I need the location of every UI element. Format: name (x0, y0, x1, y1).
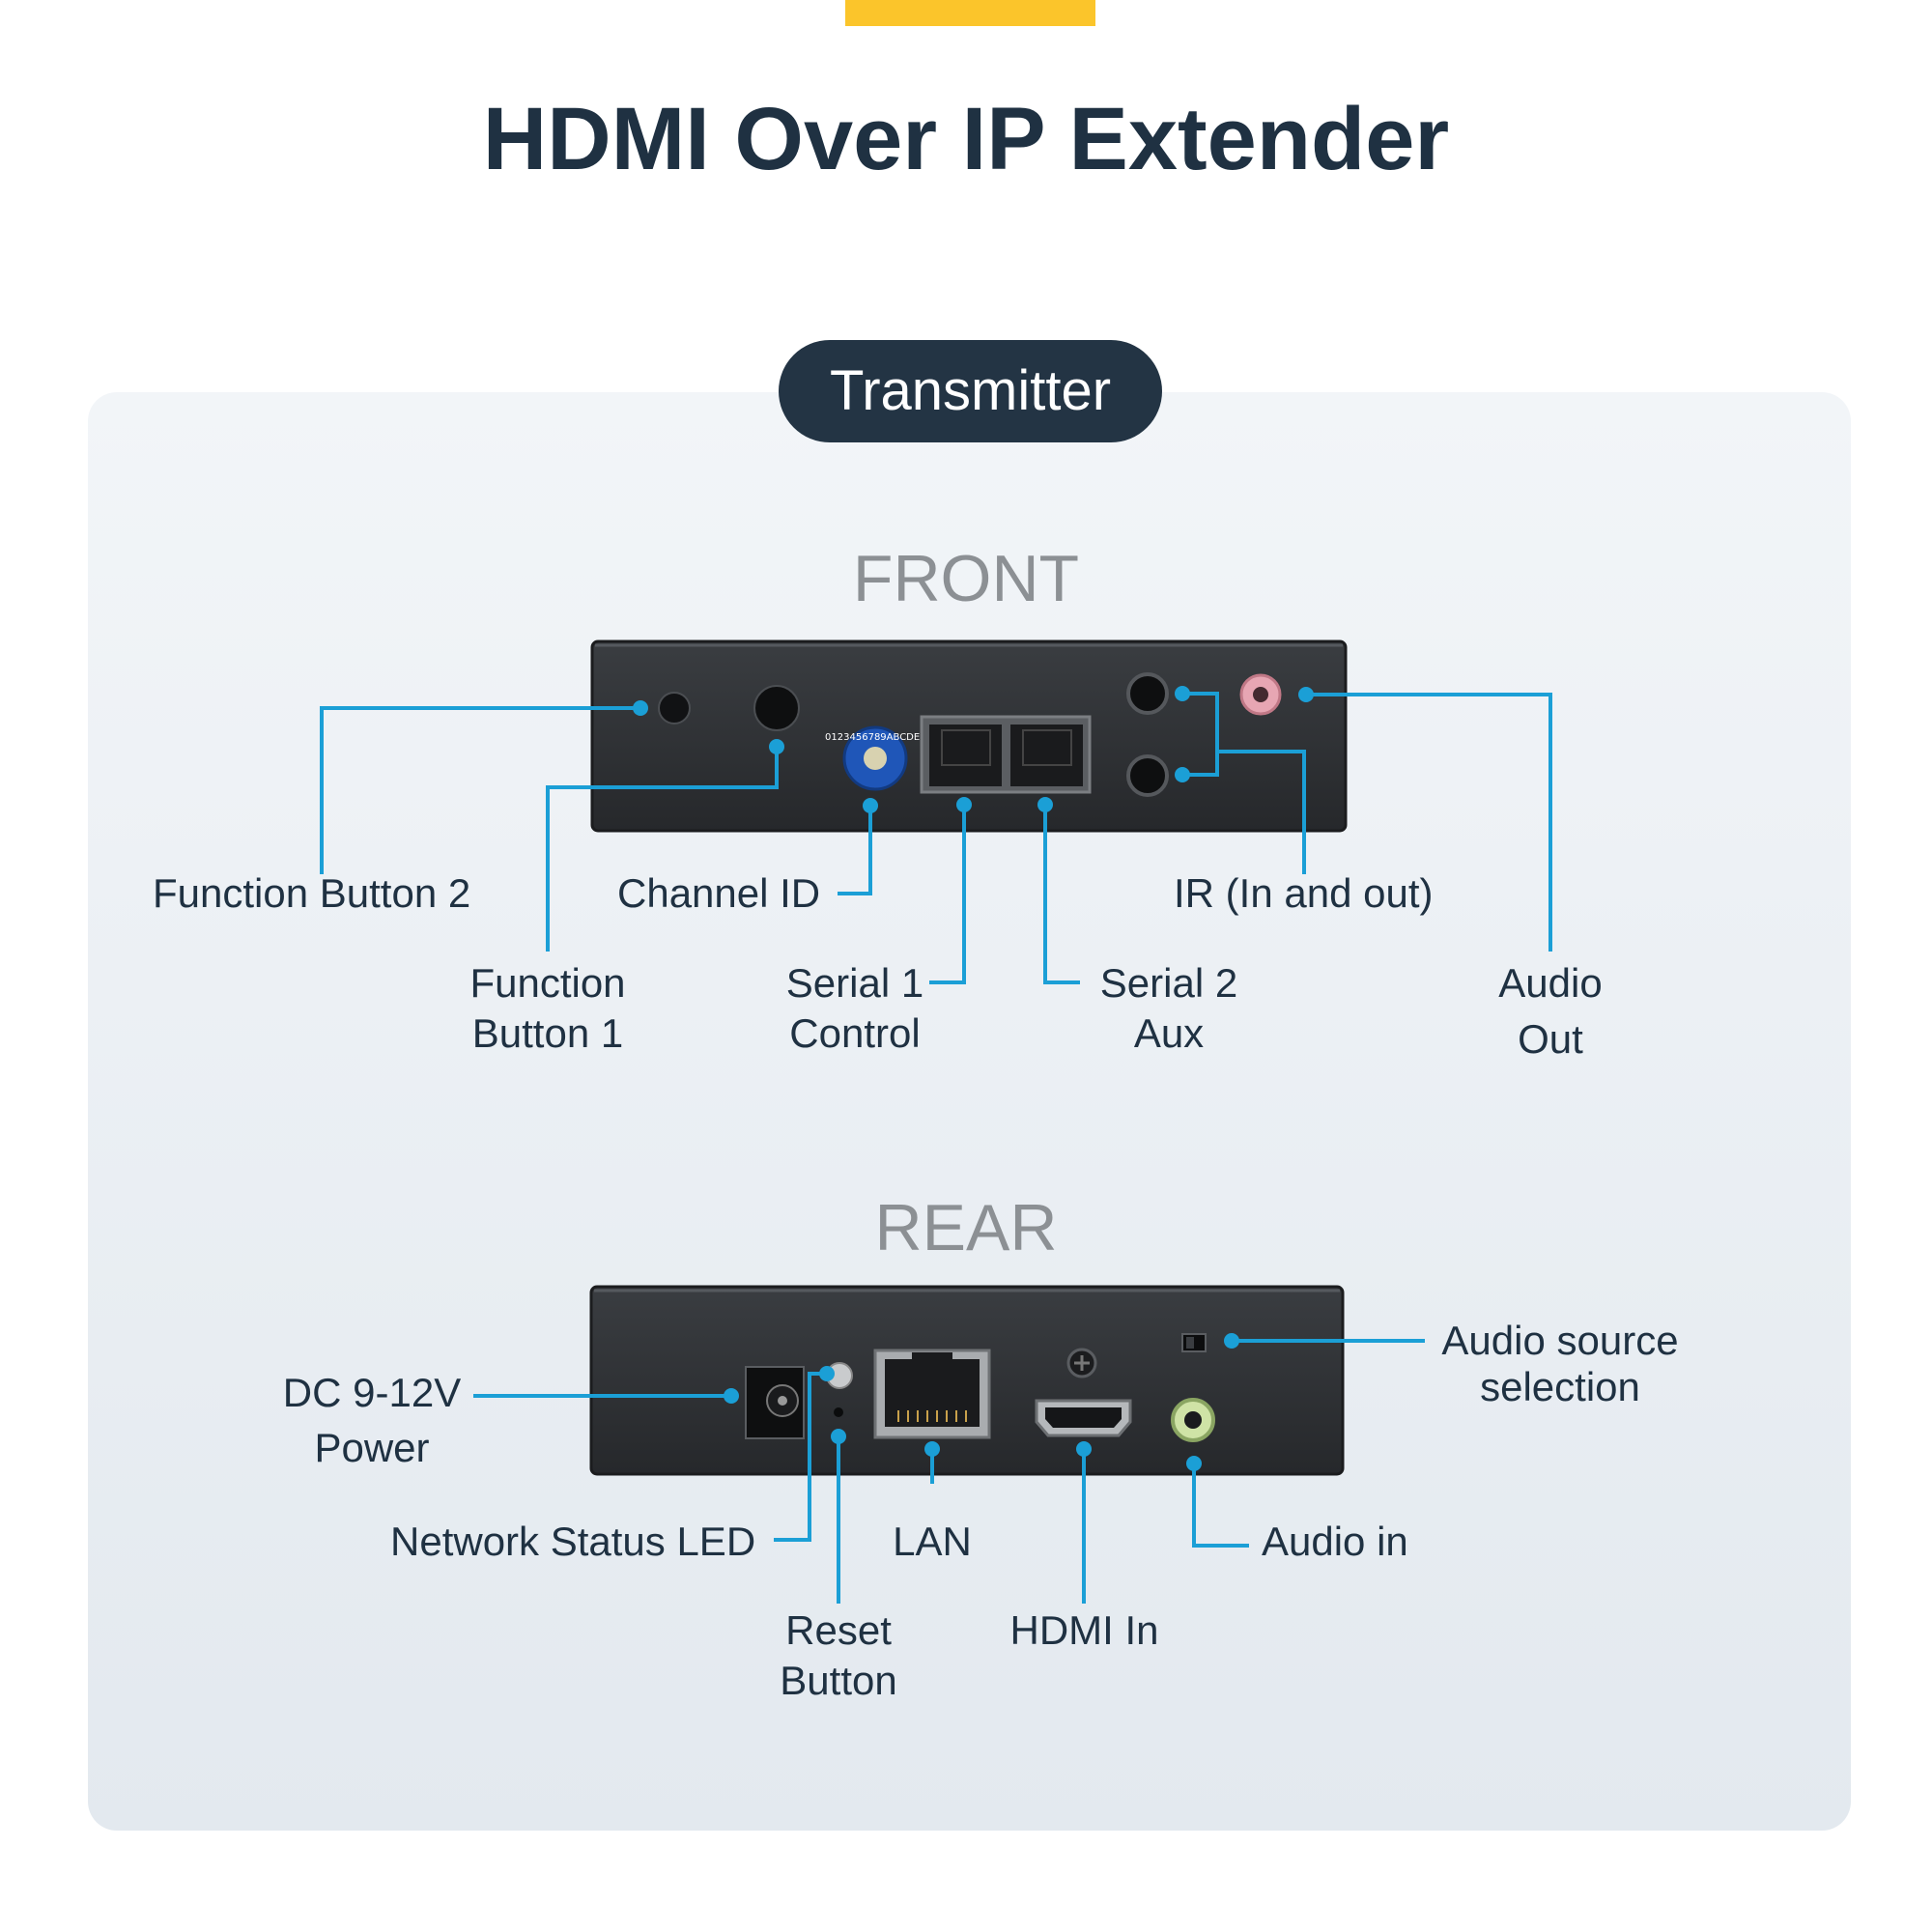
label-hdmi-in: HDMI In (1009, 1607, 1159, 1653)
ir-jack-2-icon (1126, 754, 1169, 797)
label-lan: LAN (893, 1519, 972, 1564)
rear-heading: REAR (874, 1191, 1058, 1264)
label-serial1-line1: Serial 1 (785, 960, 924, 1006)
label-function-button-2: Function Button 2 (153, 870, 471, 916)
label-serial1-line2: Control (789, 1010, 921, 1056)
label-audio-out-line2: Out (1518, 1016, 1583, 1062)
page-title: HDMI Over IP Extender (482, 90, 1450, 188)
function-button-1-icon (753, 685, 800, 731)
ir-jack-1-icon (1126, 672, 1169, 715)
label-dc-line2: Power (314, 1425, 430, 1470)
label-ir: IR (In and out) (1174, 870, 1434, 916)
audio-source-switch-icon (1181, 1333, 1207, 1352)
serial-ports (920, 715, 1092, 794)
transmitter-panel (88, 392, 1851, 1831)
label-audio-source-line2: selection (1480, 1364, 1640, 1409)
label-serial2-line1: Serial 2 (1099, 960, 1238, 1006)
label-audio-source-line1: Audio source (1441, 1318, 1679, 1363)
transmitter-badge: Transmitter (779, 340, 1162, 442)
function-button-2-icon (658, 692, 691, 724)
dc-power-jack-icon (745, 1366, 805, 1439)
lan-port-icon (873, 1349, 991, 1439)
channel-dial-text: 0123456789ABCDEF (825, 732, 925, 743)
label-function-button-1-line2: Button 1 (471, 1010, 624, 1056)
label-dc-line1: DC 9-12V (282, 1370, 462, 1415)
hdmi-port-icon (1035, 1399, 1132, 1437)
label-function-button-1-line1: Function (469, 960, 626, 1006)
label-network-led: Network Status LED (390, 1519, 756, 1564)
label-reset-line2: Button (780, 1658, 897, 1703)
label-audio-out-line1: Audio (1498, 960, 1603, 1006)
label-serial2-line2: Aux (1133, 1010, 1205, 1056)
accent-bar (845, 0, 1095, 26)
channel-dial-icon: 0123456789ABCDEF (825, 725, 925, 791)
label-channel-id: Channel ID (617, 870, 821, 916)
label-reset-line1: Reset (785, 1607, 892, 1653)
label-audio-in: Audio in (1262, 1519, 1408, 1564)
reset-pinhole-icon (834, 1407, 843, 1417)
front-heading: FRONT (852, 542, 1080, 615)
